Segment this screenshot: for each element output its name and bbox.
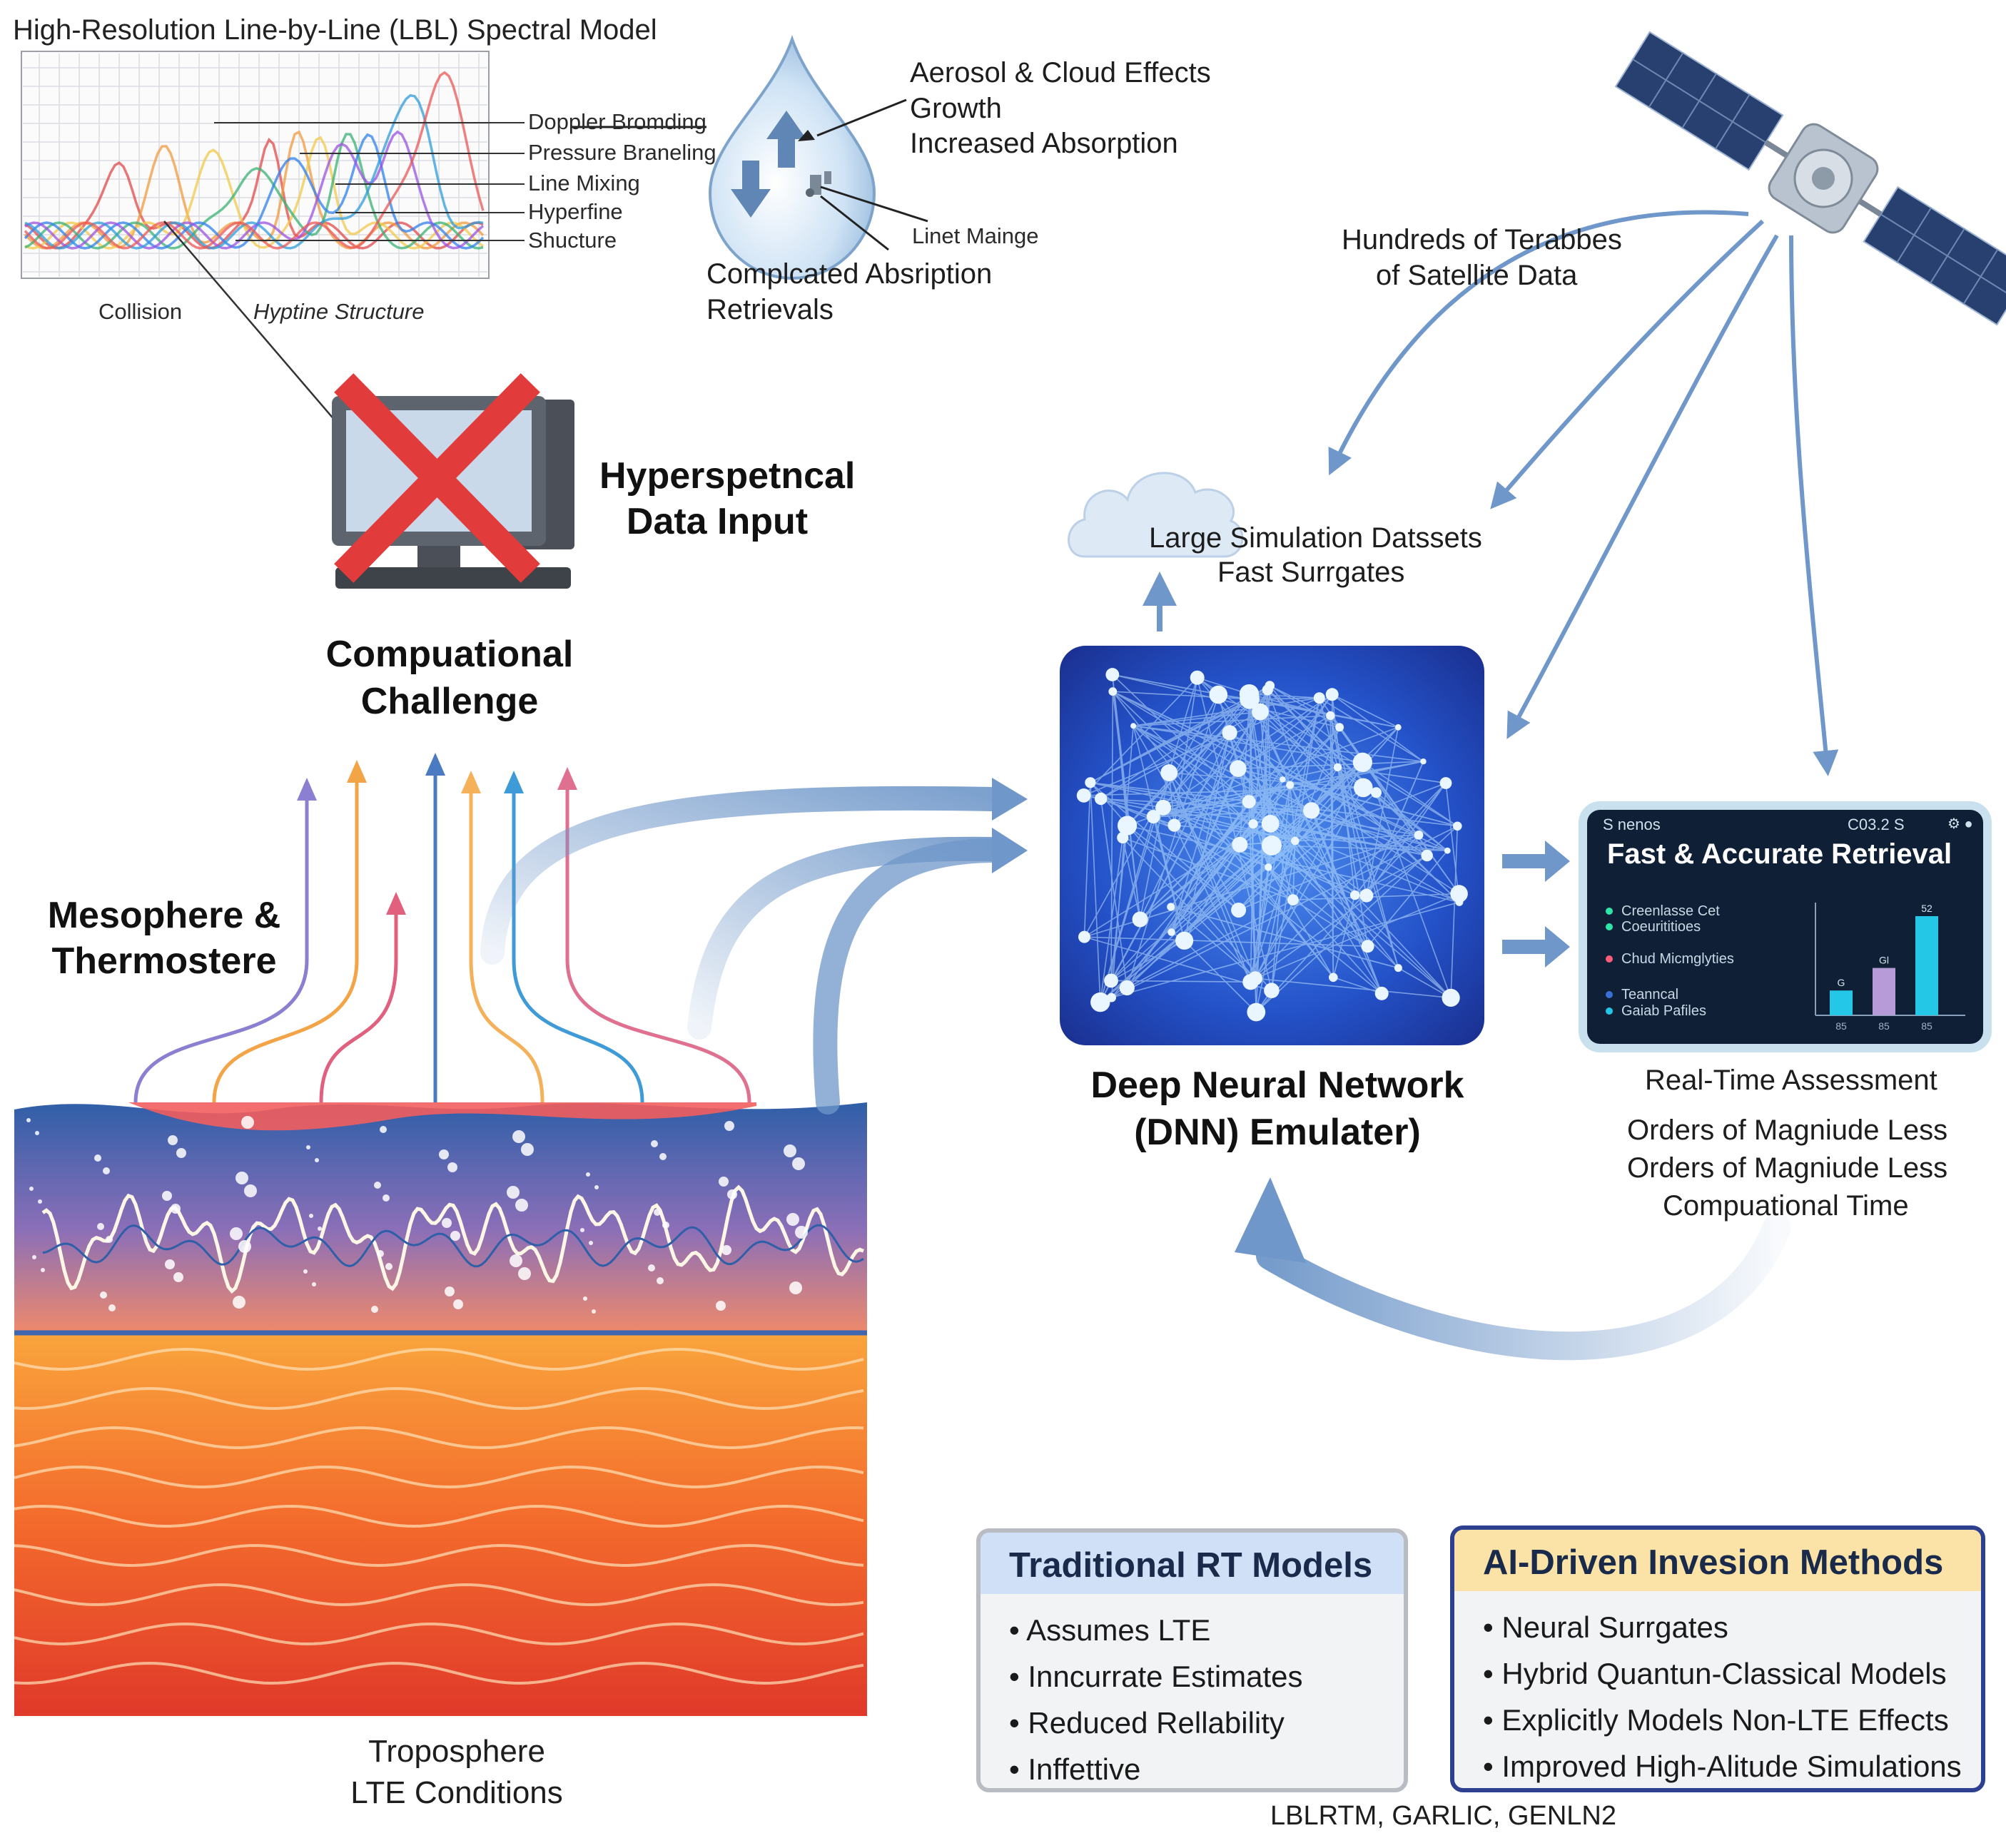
- list-item: Inffettive: [1009, 1746, 1404, 1792]
- cloud-label: Fast Surrgates: [1217, 557, 1405, 588]
- assessment-line: Orders of Magniude Less: [1627, 1152, 1948, 1184]
- feedback-arrowhead: [1235, 1177, 1306, 1263]
- panel-bar: [1873, 968, 1895, 1015]
- hyperspectral-label: Data Input: [626, 501, 809, 542]
- droplet-line: Growth: [910, 93, 1002, 124]
- spectrum-line: [24, 130, 485, 250]
- assessment-line: Compuational Time: [1663, 1190, 1909, 1222]
- panel-bar: [1915, 916, 1938, 1015]
- list-item: Assumes LTE: [1009, 1607, 1404, 1653]
- panel-item-dot: [1606, 1007, 1613, 1015]
- traditional-rt-title: Traditional RT Models: [981, 1533, 1404, 1594]
- panel-title: Fast & Accurate Retrieval: [1607, 838, 1952, 870]
- challenge-label: Compuational: [325, 634, 574, 675]
- spectrum-line: [24, 93, 484, 250]
- spectral-axis-label: Collision: [98, 299, 183, 324]
- panel-item: Gaiab Pafiles: [1621, 1003, 1706, 1019]
- satellite-data-arrows: [1328, 210, 1839, 776]
- assessment-line: Orders of Magniude Less: [1627, 1115, 1948, 1146]
- panel-header-right: C03.2 S: [1848, 816, 1905, 833]
- droplet-icon: [571, 35, 928, 280]
- spectral-callout: Shucture: [528, 228, 617, 253]
- satellite-icon: [1614, 31, 2006, 326]
- dnn-to-panel-arrows: [1502, 841, 1570, 968]
- assessment-line: Real-Time Assessment: [1645, 1065, 1937, 1096]
- ai-inversion-title: AI-Driven Invesion Methods: [1454, 1530, 1981, 1591]
- emission-arrows: [133, 753, 751, 1103]
- panel-bar-chart: G 85 Gl 85 52 85: [1815, 903, 1965, 1032]
- droplet-bottom-line: Complcated Absription: [706, 258, 993, 290]
- satellite-data-label: Hundreds of Terabbes: [1342, 224, 1622, 255]
- dnn-label: (DNN) Emulater): [1134, 1112, 1421, 1153]
- list-item: Neural Surrgates: [1483, 1604, 1981, 1650]
- ai-inversion-box: AI-Driven Invesion Methods Neural Surrga…: [1450, 1525, 1985, 1792]
- list-item: Reduced Rellability: [1009, 1700, 1404, 1746]
- panel-item-dot: [1606, 908, 1613, 915]
- spectral-model-title: High-Resolution Line-by-Line (LBL) Spect…: [13, 14, 657, 46]
- panel-x-label: 85: [1878, 1020, 1890, 1032]
- troposphere-label: LTE Conditions: [350, 1775, 563, 1810]
- spectral-callout: Doppler Bromding: [528, 109, 706, 134]
- monitor-icon: [332, 373, 574, 589]
- traditional-rt-list: Assumes LTE Inncurrate Estimates Reduced…: [981, 1594, 1404, 1792]
- spectral-callout: Hyperfine: [528, 199, 623, 224]
- hyperspectral-label: Hyperspetncal: [599, 455, 856, 497]
- panel-bar-label: G: [1838, 977, 1845, 988]
- traditional-rt-box: Traditional RT Models Assumes LTE Inncur…: [976, 1528, 1408, 1792]
- retrieval-panel: S nenos C03.2 S ⚙ ● Fast & Accurate Retr…: [1587, 810, 1983, 1044]
- panel-item: Teanncal: [1621, 987, 1679, 1002]
- mesosphere-label: Mesophere &: [47, 895, 281, 936]
- panel-bar-label: 52: [1921, 903, 1932, 914]
- red-cross-icon: [334, 373, 540, 583]
- panel-item: Creenlasse Cet: [1621, 903, 1720, 919]
- panel-item: Coeurititioes: [1621, 919, 1701, 935]
- spectral-axis-label: Hyptine Structure: [253, 299, 425, 324]
- list-item: Improved High-Alitude Simulations: [1483, 1743, 1981, 1789]
- atmosphere-block: [14, 1102, 867, 1716]
- challenge-label: Challenge: [360, 681, 539, 722]
- droplet-bottom-line: Retrievals: [706, 294, 834, 325]
- spectral-callout: Line Mixing: [528, 171, 640, 196]
- list-item: Explicitly Models Non-LTE Effects: [1483, 1697, 1981, 1743]
- droplet-inner-label: Linet Mainge: [912, 223, 1039, 248]
- list-item: Inncurrate Estimates: [1009, 1653, 1404, 1700]
- spectrum-line: [24, 133, 484, 250]
- panel-bar-label: Gl: [1879, 955, 1889, 966]
- panel-header-left: S nenos: [1603, 816, 1661, 833]
- panel-bar: [1830, 990, 1853, 1015]
- dnn-label: Deep Neural Network: [1090, 1065, 1464, 1106]
- cloud-label: Large Simulation Datssets: [1149, 522, 1482, 554]
- spectrum-line: [24, 137, 484, 250]
- mesosphere-label: Thermostere: [51, 940, 277, 982]
- spectrum-line: [24, 71, 485, 250]
- spectrum-line: [24, 130, 485, 250]
- panel-item-dot: [1606, 955, 1613, 963]
- spectral-callout: Pressure Braneling: [528, 140, 716, 165]
- panel-item-dot: [1606, 991, 1613, 998]
- list-item: Hybrid Quantun-Classical Models: [1483, 1650, 1981, 1697]
- spectral-chart: [21, 51, 525, 279]
- panel-item-dot: [1606, 923, 1613, 930]
- flow-to-dnn-arrows: [480, 786, 1004, 1115]
- cloud-icon: [1068, 472, 1244, 558]
- dnn-network-icon: [1060, 646, 1484, 1045]
- panel-x-label: 85: [1835, 1020, 1847, 1032]
- panel-settings-icon[interactable]: ⚙ ●: [1947, 816, 1973, 832]
- satellite-data-label: of Satellite Data: [1376, 260, 1578, 291]
- panel-item: Chud Micmglyties: [1621, 951, 1734, 967]
- troposphere-label: Troposphere: [368, 1734, 545, 1769]
- ai-inversion-list: Neural Surrgates Hybrid Quantun-Classica…: [1454, 1591, 1981, 1789]
- footnote: LBLRTM, GARLIC, GENLN2: [1270, 1801, 1617, 1831]
- panel-x-label: 85: [1921, 1020, 1932, 1032]
- feedback-arrow: [1256, 1213, 1791, 1361]
- droplet-line: Increased Absorption: [910, 128, 1178, 159]
- droplet-title: Aerosol & Cloud Effects: [910, 57, 1211, 88]
